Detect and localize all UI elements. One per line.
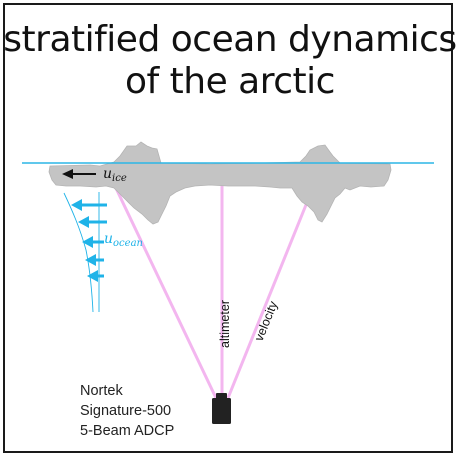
altimeter-beam-label: altimeter xyxy=(218,300,232,348)
adcp-instrument-icon xyxy=(212,393,231,424)
ice-velocity-arrow xyxy=(62,169,96,179)
title-line-2: of the arctic xyxy=(125,61,335,102)
instrument-label-line-3: 5-Beam ADCP xyxy=(80,423,175,439)
acoustic-beams xyxy=(112,183,314,399)
ocean-arrow-1 xyxy=(71,199,107,211)
instrument-label-line-2: Signature-500 xyxy=(80,403,172,419)
figure-frame xyxy=(3,3,453,453)
instrument-label-line-1: Nortek xyxy=(80,383,123,399)
title-line-1: stratified ocean dynamics xyxy=(3,19,457,60)
sea-ice-floe xyxy=(48,141,392,225)
instrument-label: Nortek Signature-500 5-Beam ADCP xyxy=(80,381,174,441)
beam-right xyxy=(226,189,314,399)
ocean-arrow-3 xyxy=(82,236,104,248)
ocean-velocity-label: uocean xyxy=(104,231,143,249)
ocean-velocity-profile xyxy=(63,192,107,313)
ocean-arrow-4 xyxy=(85,254,104,266)
ice-velocity-label: uice xyxy=(103,166,127,184)
velocity-beam-label: velocity xyxy=(252,299,281,344)
beam-left xyxy=(112,183,218,399)
ocean-arrow-2 xyxy=(78,216,107,228)
profile-envelope xyxy=(63,192,94,313)
ocean-arrow-5 xyxy=(87,270,104,282)
